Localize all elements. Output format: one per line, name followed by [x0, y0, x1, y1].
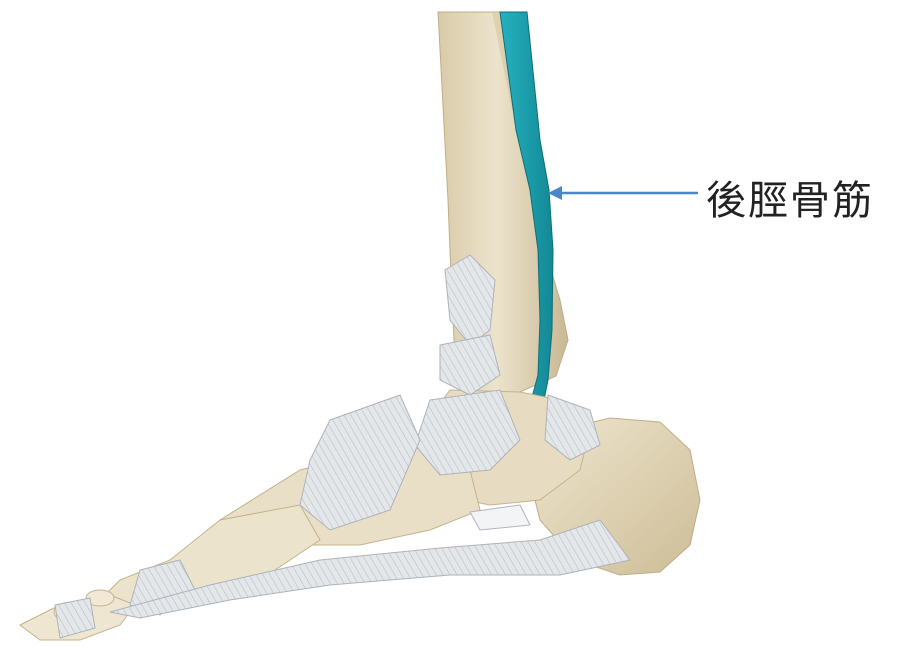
posterior-tibialis-label: 後脛骨筋: [706, 168, 874, 226]
arrow-left-icon: [548, 186, 562, 200]
